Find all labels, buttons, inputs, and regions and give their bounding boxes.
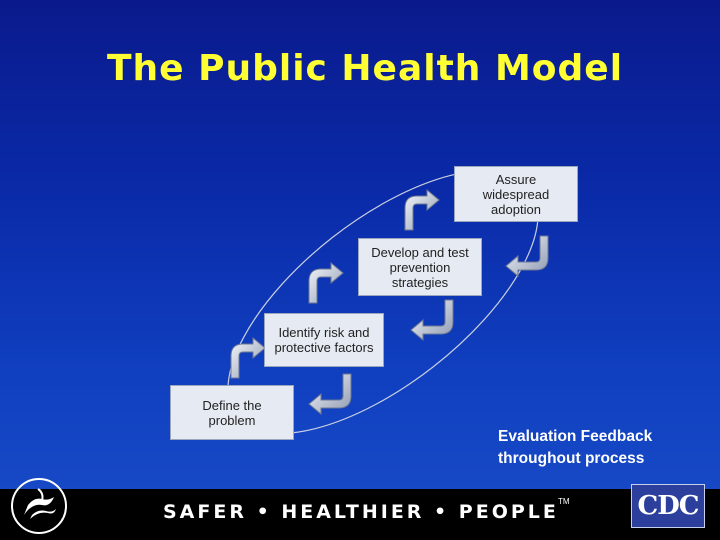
step-label: Develop and test prevention strategies [371, 244, 469, 290]
step-label: Define the problem [202, 397, 262, 428]
step-label: Assure widespread adoption [482, 171, 550, 217]
up-arrow-icon [230, 336, 266, 379]
step-box-assure-adoption: Assure widespread adoption [454, 166, 578, 222]
evaluation-feedback-note: Evaluation Feedback throughout process [498, 426, 698, 470]
trademark-mark: TM [558, 497, 570, 506]
down-arrow-icon [308, 373, 352, 416]
feedback-line: Evaluation Feedback [498, 428, 653, 445]
slide-title: The Public Health Model [106, 48, 624, 89]
cdc-logo: CDC [631, 484, 705, 528]
up-arrow-icon [404, 188, 440, 231]
up-arrow-icon [308, 261, 344, 304]
footer-bar: SAFER • HEALTHIER • PEOPLE TM CDC [0, 478, 720, 540]
down-arrow-icon [505, 235, 549, 278]
step-box-develop-test: Develop and test prevention strategies [358, 238, 482, 296]
footer-tagline: SAFER • HEALTHIER • PEOPLE [163, 501, 559, 523]
down-arrow-icon [410, 299, 454, 342]
step-label: Identify risk and protective factors [274, 325, 374, 355]
hhs-eagle-logo-icon [11, 478, 67, 534]
step-box-identify-risk: Identify risk and protective factors [264, 313, 384, 367]
feedback-line: throughout process [498, 450, 645, 467]
step-box-define-problem: Define the problem [170, 385, 294, 440]
